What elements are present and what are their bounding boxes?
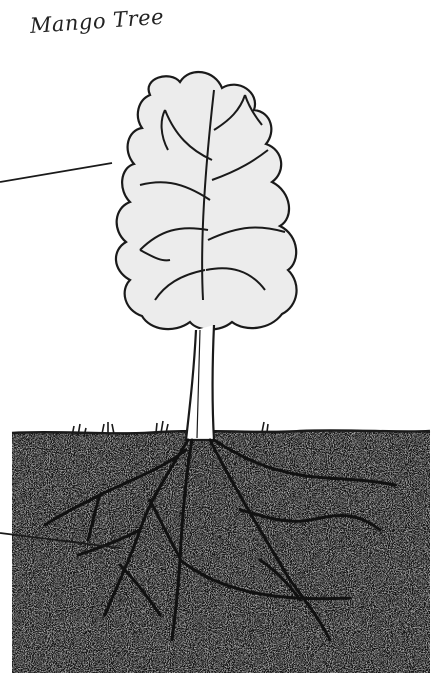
tree-trunk <box>186 325 214 440</box>
canopy-label-line <box>0 163 112 182</box>
tree-canopy <box>116 72 297 330</box>
